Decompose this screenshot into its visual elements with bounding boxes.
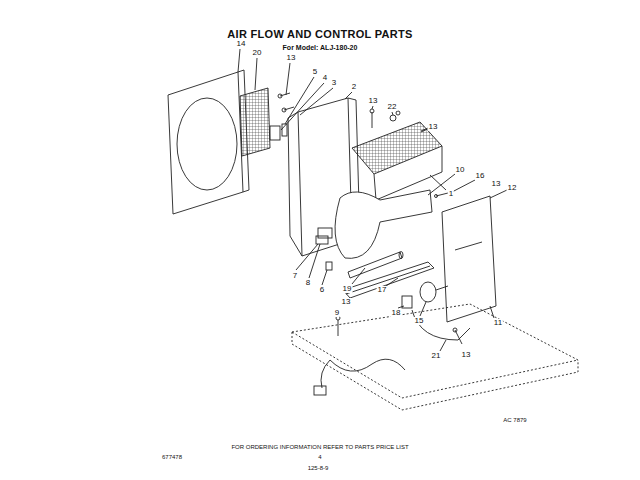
callout-number: 15 <box>414 317 425 325</box>
callout-number: 4 <box>322 74 328 82</box>
callout-number: 3 <box>331 79 337 87</box>
callout-number: 14 <box>236 40 247 48</box>
callout-number: 13 <box>428 123 439 131</box>
callout-number: 18 <box>391 309 402 317</box>
callout-number: 9 <box>334 309 340 317</box>
callout-number: 21 <box>431 352 442 360</box>
diagram-title: AIR FLOW AND CONTROL PARTS <box>227 29 412 40</box>
callout-number: 13 <box>368 97 379 105</box>
ordering-note: FOR ORDERING INFORMATION REFER TO PARTS … <box>231 444 408 450</box>
callout-number: 13 <box>491 180 502 188</box>
callout-number: 13 <box>341 298 352 306</box>
callout-number: 11 <box>493 319 503 327</box>
callout-number: 20 <box>252 49 263 57</box>
revision-code: 125-8-9 <box>308 465 329 471</box>
callout-number: 5 <box>312 68 318 76</box>
callout-number: 17 <box>377 286 388 294</box>
callout-number: 6 <box>319 286 325 294</box>
callout-number: 13 <box>286 54 297 62</box>
drawing-code: AC 7879 <box>503 417 526 423</box>
callout-number: 10 <box>455 166 466 174</box>
callout-number: 7 <box>292 272 298 280</box>
model-label: For Model: ALJ-180-20 <box>283 44 358 51</box>
callout-number: 8 <box>305 279 311 287</box>
callout-number: 13 <box>461 351 472 359</box>
callout-number: 2 <box>351 83 357 91</box>
part-number: 677478 <box>162 454 182 460</box>
callout-number: 12 <box>507 184 518 192</box>
callout-number: 22 <box>387 103 398 111</box>
callout-number: 16 <box>475 172 486 180</box>
callout-number: 19 <box>342 285 353 293</box>
callout-number: 1 <box>448 190 454 198</box>
page-number: 4 <box>318 454 321 460</box>
